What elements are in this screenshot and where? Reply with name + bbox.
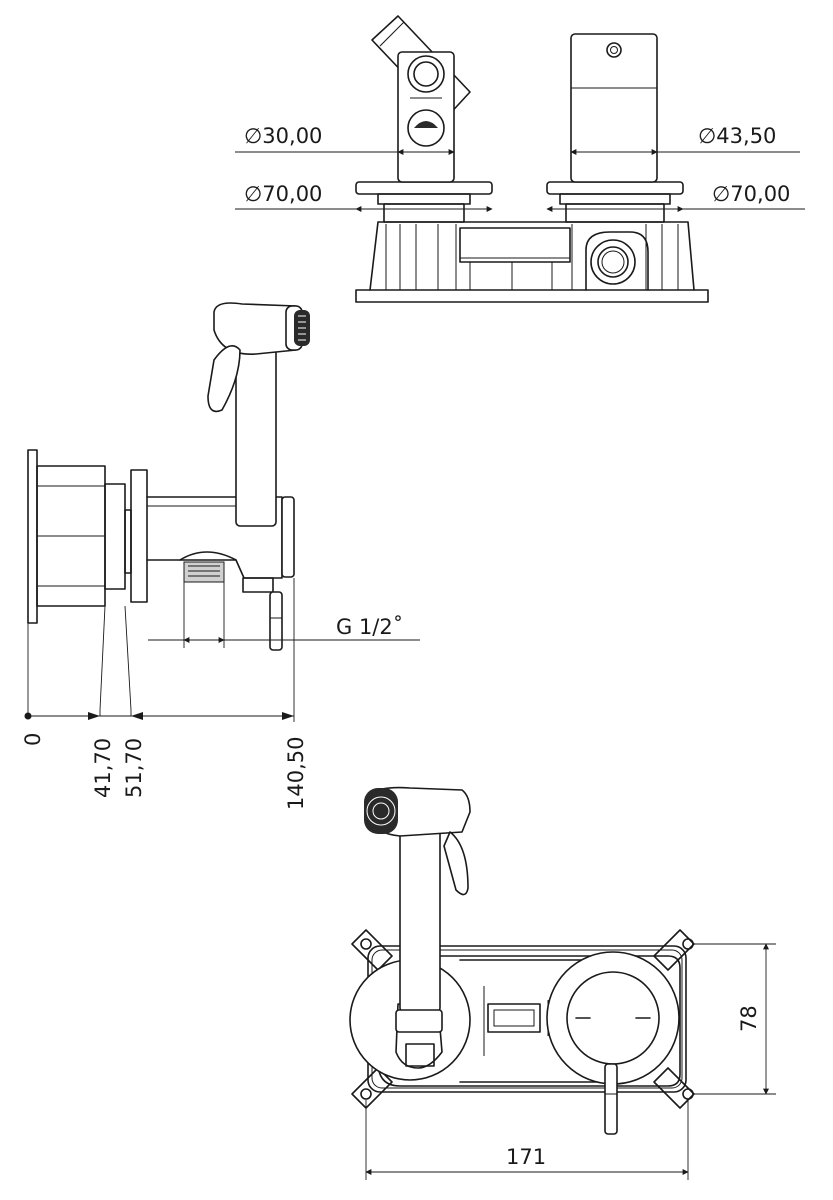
top-view-left-valve bbox=[355, 15, 493, 223]
top-view: ∅30,00 ∅43,50 ∅70,00 ∅70,00 bbox=[235, 15, 805, 303]
top-view-right-valve bbox=[546, 33, 684, 223]
side-view-thread-dimension: G 1/2˚ bbox=[148, 582, 420, 648]
dim-diameter-70-right: ∅70,00 bbox=[712, 182, 790, 206]
offset-0: 0 bbox=[21, 733, 45, 746]
dim-width-171: 171 bbox=[506, 1145, 546, 1169]
front-view-hand-shower bbox=[364, 786, 471, 1033]
front-view-dimensions: 78 171 bbox=[365, 943, 776, 1180]
front-view-right-knob bbox=[546, 951, 680, 1135]
offset-140-50: 140,50 bbox=[284, 737, 308, 810]
offset-41-70: 41,70 bbox=[91, 738, 115, 798]
side-view-offset-dimensions: 0 41,70 51,70 140,50 bbox=[21, 578, 308, 810]
side-view-mixer-body bbox=[146, 496, 295, 651]
thread-label: G 1/2˚ bbox=[336, 615, 403, 639]
side-view-hand-shower bbox=[207, 302, 310, 527]
dim-diameter-70-left: ∅70,00 bbox=[244, 182, 322, 206]
offset-51-70: 51,70 bbox=[122, 738, 146, 798]
top-view-housing bbox=[355, 221, 709, 303]
side-view-wall-box bbox=[27, 449, 148, 624]
top-view-dimensions: ∅30,00 ∅43,50 ∅70,00 ∅70,00 bbox=[235, 124, 805, 212]
front-view: 78 171 bbox=[349, 786, 776, 1180]
dim-diameter-30: ∅30,00 bbox=[244, 124, 322, 148]
side-view: G 1/2˚ 0 41,70 51,70 140,50 bbox=[21, 302, 420, 810]
dim-height-78: 78 bbox=[737, 1005, 761, 1032]
dim-diameter-43-50: ∅43,50 bbox=[698, 124, 776, 148]
